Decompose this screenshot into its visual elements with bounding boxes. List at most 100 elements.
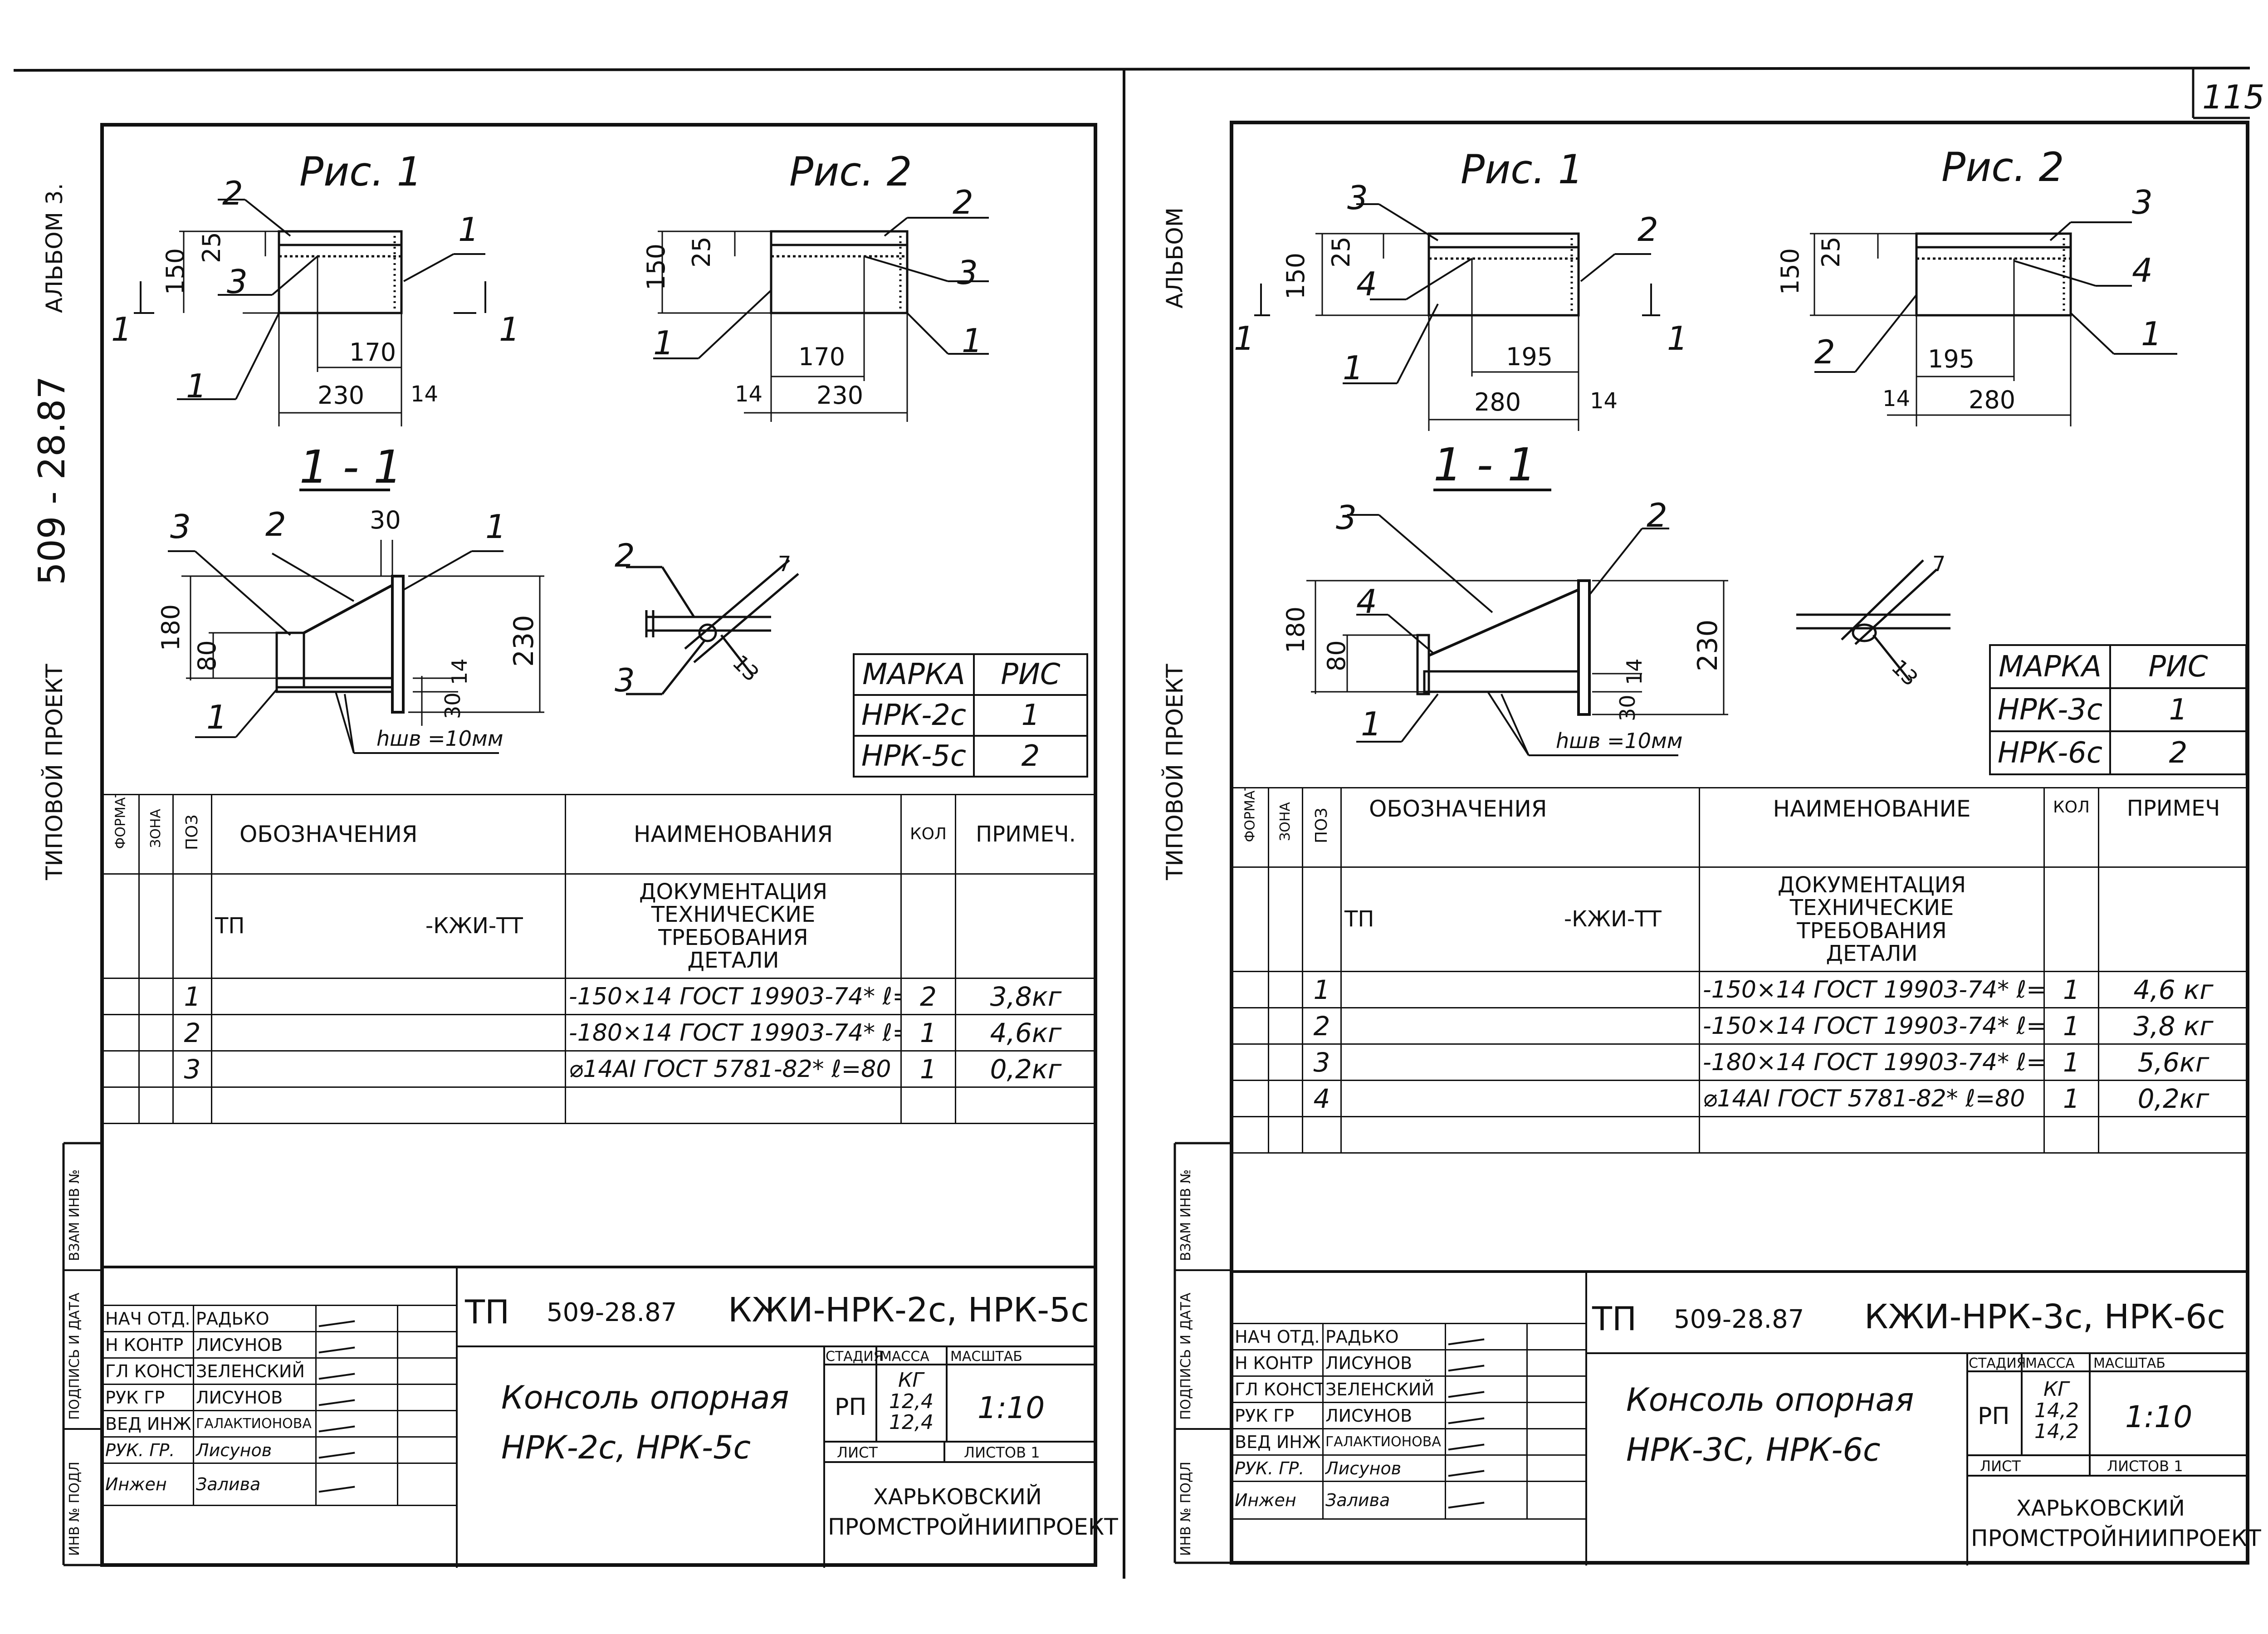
right-spec-h-note: ПРИМЕЧ: [2098, 787, 2249, 868]
left-fig1-dim-150: 150: [161, 248, 190, 295]
left-section-title: 1 - 1: [299, 440, 402, 494]
left-spec-h-format: ФОРМАТ: [102, 794, 140, 875]
left-fig1-pos-2: 2: [222, 174, 243, 212]
left-section-weld-note: hшв =10мм: [376, 726, 503, 751]
left-tb-org2: ПРОМСТРОЙНИИПРОЕКТ: [828, 1514, 1118, 1540]
right-stamp-inv: ВЗАМ ИНВ №: [1178, 1169, 1194, 1261]
left-weld-pos-2: 2: [615, 537, 635, 574]
right-tb-number: 509-28.87: [1674, 1305, 1804, 1334]
right-tb-scale: 1:10: [2125, 1399, 2193, 1434]
table-row: 2 -150×14 ГОСТ 19903-74* ℓ=230 13,8 кг: [1232, 1007, 2249, 1045]
left-fig2-pos-1b: 1: [653, 324, 674, 362]
left-stamp-sign: ПОДПИСЬ И ДАТА: [67, 1292, 83, 1420]
left-mark-row-1-fig: 1: [973, 694, 1088, 737]
right-fig-header: РИС: [2109, 644, 2247, 689]
right-spec-table: ФОРМАТ ЗОНА ПОЗ ОБОЗНАЧЕНИЯ НАИМЕНОВАНИЕ…: [1232, 787, 2249, 1154]
left-spec-h-qty: КОЛ: [900, 794, 956, 875]
left-tb-sheet: ЛИСТ: [837, 1444, 878, 1461]
left-fig-header: РИС: [973, 653, 1088, 696]
left-tb-sheets: ЛИСТОВ 1: [964, 1444, 1040, 1461]
left-fig2-dim-25: 25: [687, 236, 716, 268]
left-fig1-cut-left: 1: [111, 310, 132, 348]
right-stamp-orig: ИНВ № ПОДЛ: [1178, 1461, 1194, 1556]
right-fig2-title: Рис. 2: [1941, 144, 2064, 191]
right-spec-h-name: НАИМЕНОВАНИЕ: [1699, 787, 2045, 868]
left-mark-row-1: НРК-2с: [853, 694, 975, 737]
right-fig1-drawing: [1254, 203, 1660, 431]
left-fig1-dim-230: 230: [318, 381, 365, 410]
left-stamp-inv: ВЗАМ ИНВ №: [67, 1169, 83, 1261]
right-mark-header: МАРКА: [1989, 644, 2111, 689]
right-section-pos-2: 2: [1647, 496, 1667, 534]
left-tb-name1: Консоль опорная: [501, 1379, 789, 1416]
right-section-pos-4: 4: [1356, 582, 1377, 621]
left-tb-org1: ХАРЬКОВСКИЙ: [873, 1484, 1042, 1510]
left-fig1-dim-170: 170: [349, 338, 396, 367]
right-tb-name1: Консоль опорная: [1626, 1381, 1914, 1419]
left-project-number-label: 509 - 28.87: [31, 376, 73, 585]
left-tb-mass1: 12,4: [889, 1390, 934, 1413]
right-mark-row-2: НРК-6с: [1989, 730, 2111, 775]
table-row: 2 -180×14 ГОСТ 19903-74* ℓ=230 14,6кг: [102, 1014, 1097, 1052]
right-fig1-dim-195: 195: [1506, 342, 1553, 371]
left-fig2-pos-1: 1: [962, 322, 982, 360]
right-section-dim-230: 230: [1692, 619, 1724, 671]
left-weld-pos-3: 3: [615, 662, 635, 699]
right-fig1-pos-4: 4: [1356, 265, 1377, 303]
left-spec-h-zone: ЗОНА: [138, 794, 174, 875]
right-section-weld-note: hшв =10мм: [1556, 729, 1683, 753]
left-tb-scale-h: МАСШТАБ: [950, 1349, 1022, 1365]
right-fig2-dim-14: 14: [1882, 386, 1911, 411]
right-fig1-pos-3: 3: [1347, 179, 1368, 217]
left-section-dim-80: 80: [193, 640, 221, 671]
left-fig1-dim-14: 14: [411, 382, 439, 407]
right-spec-h-designation: ОБОЗНАЧЕНИЯ: [1340, 787, 1700, 868]
left-fig2-pos-2: 2: [953, 183, 973, 221]
left-fig1-drawing: [134, 199, 486, 426]
left-section-dim-230: 230: [508, 615, 540, 667]
right-section-dim-180: 180: [1281, 606, 1310, 653]
left-section-dim-14: 14: [447, 658, 472, 685]
right-section-title: 1 - 1: [1433, 438, 1536, 491]
right-fig1-dim-25: 25: [1327, 236, 1355, 268]
right-fig2-dim-150: 150: [1776, 248, 1804, 295]
right-mark-row-2-fig: 2: [2109, 730, 2247, 775]
right-fig1-cut-left: 1: [1234, 319, 1255, 357]
right-section-pos-1: 1: [1361, 705, 1382, 743]
left-spec-h-name: НАИМЕНОВАНИЯ: [565, 794, 902, 875]
left-fig1-pos-3: 3: [227, 263, 248, 301]
left-fig2-dim-230: 230: [816, 381, 864, 410]
left-spec-h-note: ПРИМЕЧ.: [955, 794, 1097, 875]
right-mark-row-1: НРК-3с: [1989, 687, 2111, 732]
left-stamp-orig: ИНВ № ПОДЛ: [67, 1461, 83, 1556]
right-mark-row-1-fig: 1: [2109, 687, 2247, 732]
right-fig2-dim-25: 25: [1817, 236, 1845, 268]
right-tb-stage-h: СТАДИЯ: [1969, 1355, 2026, 1371]
left-section-dim-30: 30: [370, 506, 401, 534]
left-section-dim-180: 180: [156, 604, 185, 651]
left-tb-code: КЖИ-НРК-2с, НРК-5с: [728, 1291, 1089, 1330]
right-fig2-dim-195: 195: [1928, 345, 1975, 373]
left-spec-h-pos: ПОЗ: [172, 794, 212, 875]
right-fig2-drawing: [1810, 221, 2177, 426]
right-fig2-dim-280: 280: [1969, 386, 2016, 414]
right-fig2-pos-1: 1: [2141, 315, 2162, 353]
left-fig1-title: Рис. 1: [299, 148, 422, 195]
left-section-dim-30b: 30: [440, 692, 465, 719]
right-fig1-dim-150: 150: [1281, 252, 1310, 299]
right-spec-doc-designation: ТП -КЖИ-ТТ: [1340, 866, 1700, 972]
left-mark-row-2: НРК-5с: [853, 735, 975, 778]
right-tb-sheet: ЛИСТ: [1980, 1458, 2021, 1475]
right-fig1-title: Рис. 1: [1461, 146, 1584, 193]
right-typical-project-label: ТИПОВОЙ ПРОЕКТ: [1162, 664, 1188, 880]
left-fig2-drawing: [653, 217, 989, 422]
right-tb-org1: ХАРЬКОВСКИЙ: [2016, 1496, 2185, 1521]
right-fig1-cut-right: 1: [1667, 319, 1688, 357]
left-spec-h-designation: ОБОЗНАЧЕНИЯ: [211, 794, 566, 875]
left-tb-stage-h: СТАДИЯ: [826, 1349, 883, 1365]
